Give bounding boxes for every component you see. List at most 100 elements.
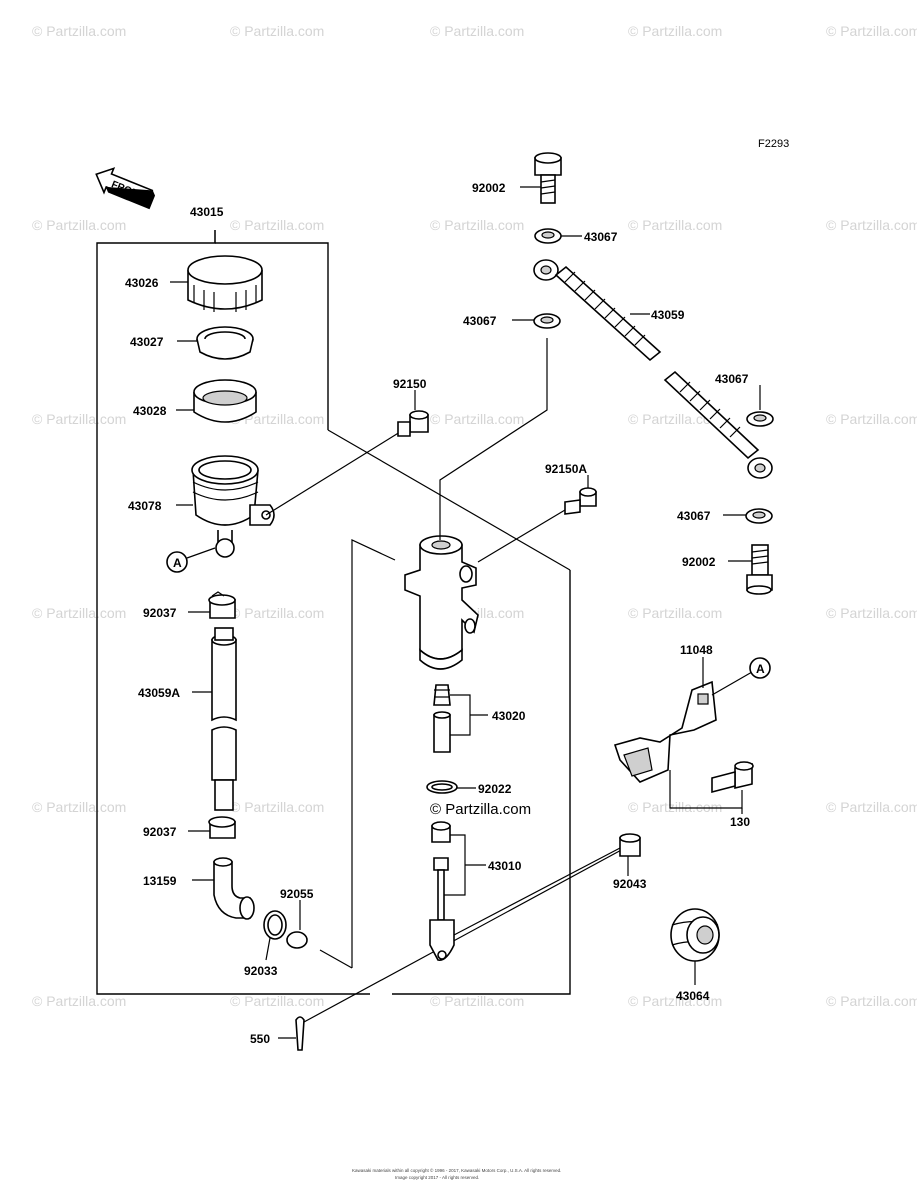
- leader-line: [303, 847, 626, 1023]
- master-cylinder-body: [404, 535, 479, 670]
- watermark: © Partzilla.com: [32, 411, 126, 427]
- mounting-bolt: [564, 487, 597, 515]
- watermark: © Partzilla.com: [628, 217, 722, 233]
- group-frame-right: [392, 570, 571, 995]
- diaphragm: [193, 379, 257, 423]
- part-label-43026: 43026: [125, 276, 159, 290]
- watermark: © Partzilla.com: [230, 605, 324, 621]
- watermark: © Partzilla.com: [628, 993, 722, 1009]
- copyright-text: Kawasaki materials within all copyright …: [352, 1167, 561, 1173]
- guide-line: [351, 539, 396, 561]
- bracket-bolt: [711, 761, 754, 794]
- watermark: © Partzilla.com: [430, 411, 524, 427]
- part-label-550: 550: [250, 1032, 270, 1046]
- diaphragm-plate: [196, 326, 254, 360]
- guide-line: [327, 429, 571, 571]
- part-label-43027: 43027: [130, 335, 164, 349]
- part-label-13159: 13159: [143, 874, 177, 888]
- part-label-43028: 43028: [133, 404, 167, 418]
- part-label-92037: 92037: [143, 606, 177, 620]
- callout-a: [166, 551, 188, 573]
- callout-a: [749, 657, 771, 679]
- banjo-bolt: [746, 544, 773, 595]
- o-ring: [286, 931, 308, 949]
- watermark: © Partzilla.com: [628, 605, 722, 621]
- front-arrow-icon: FRONT: [95, 167, 156, 210]
- part-label-43015: 43015: [190, 205, 224, 219]
- cotter-pin: [295, 1016, 305, 1051]
- reservoir-body: [191, 455, 275, 558]
- watermark: © Partzilla.com: [32, 993, 126, 1009]
- dust-boot: [670, 908, 720, 962]
- watermark: © Partzilla.com: [32, 605, 126, 621]
- clevis-pin: [619, 833, 641, 857]
- circlip: [426, 780, 458, 794]
- leader-line: [453, 847, 621, 936]
- reservoir-cap: [187, 255, 263, 312]
- part-label-43010: 43010: [488, 859, 522, 873]
- part-label-43067: 43067: [463, 314, 497, 328]
- watermark: © Partzilla.com: [430, 993, 524, 1009]
- watermark: © Partzilla.com: [826, 993, 917, 1009]
- part-label-92037: 92037: [143, 825, 177, 839]
- figure-code: F2293: [758, 138, 789, 150]
- watermark: © Partzilla.com: [430, 23, 524, 39]
- watermark: © Partzilla.com: [826, 217, 917, 233]
- part-label-92033: 92033: [244, 964, 278, 978]
- watermark: © Partzilla.com: [826, 605, 917, 621]
- watermark: © Partzilla.com: [230, 993, 324, 1009]
- callout-a-label: A: [173, 556, 182, 570]
- watermark: © Partzilla.com: [32, 217, 126, 233]
- watermark: © Partzilla.com: [230, 411, 324, 427]
- leader-line: [439, 338, 548, 540]
- sealing-washer: [746, 411, 774, 427]
- part-label-43067: 43067: [677, 509, 711, 523]
- part-label-130: 130: [730, 815, 750, 829]
- watermark: © Partzilla.com: [230, 23, 324, 39]
- watermark-layer: © Partzilla.com © Partzilla.com © Partzi…: [32, 23, 917, 1009]
- watermark: © Partzilla.com: [230, 799, 324, 815]
- piston-assembly: [433, 684, 451, 753]
- hose-clamp: [208, 591, 236, 619]
- elbow-fitting: [213, 857, 255, 920]
- watermark: © Partzilla.com: [628, 411, 722, 427]
- part-label-43078: 43078: [128, 499, 162, 513]
- callout-a-label: A: [756, 662, 765, 676]
- part-label-92022: 92022: [478, 782, 512, 796]
- part-label-43067: 43067: [584, 230, 618, 244]
- leader-line: [477, 509, 566, 563]
- watermark: © Partzilla.com: [628, 23, 722, 39]
- part-label-43067: 43067: [715, 372, 749, 386]
- part-label-11048: 11048: [680, 643, 713, 657]
- part-label-92002: 92002: [472, 181, 506, 195]
- banjo-bolt: [534, 152, 562, 204]
- watermark: © Partzilla.com: [826, 411, 917, 427]
- part-label-92150: 92150: [393, 377, 427, 391]
- reservoir-hose: [211, 627, 237, 811]
- reservoir-bracket: [613, 680, 717, 783]
- watermark: © Partzilla.com: [826, 799, 917, 815]
- watermark: © Partzilla.com: [230, 217, 324, 233]
- watermark: © Partzilla.com: [826, 23, 917, 39]
- sealing-washer: [533, 313, 561, 329]
- mounting-bolt: [397, 410, 429, 437]
- part-label-92150a: 92150A: [545, 462, 587, 476]
- circlip: [263, 910, 287, 940]
- guide-line: [319, 949, 353, 969]
- part-label-43059a: 43059A: [138, 686, 180, 700]
- part-label-92055: 92055: [280, 887, 314, 901]
- hose-clamp: [208, 816, 236, 839]
- part-label-43020: 43020: [492, 709, 526, 723]
- sealing-washer: [745, 508, 773, 524]
- push-rod-assembly: [429, 821, 455, 961]
- sealing-washer: [534, 228, 562, 244]
- center-watermark: © Partzilla.com: [430, 801, 531, 818]
- watermark: © Partzilla.com: [628, 799, 722, 815]
- part-label-43064: 43064: [676, 989, 710, 1003]
- group-frame-top: [215, 242, 329, 430]
- leader-line: [265, 431, 401, 516]
- watermark: © Partzilla.com: [32, 799, 126, 815]
- part-label-43059: 43059: [651, 308, 685, 322]
- watermark: © Partzilla.com: [32, 23, 126, 39]
